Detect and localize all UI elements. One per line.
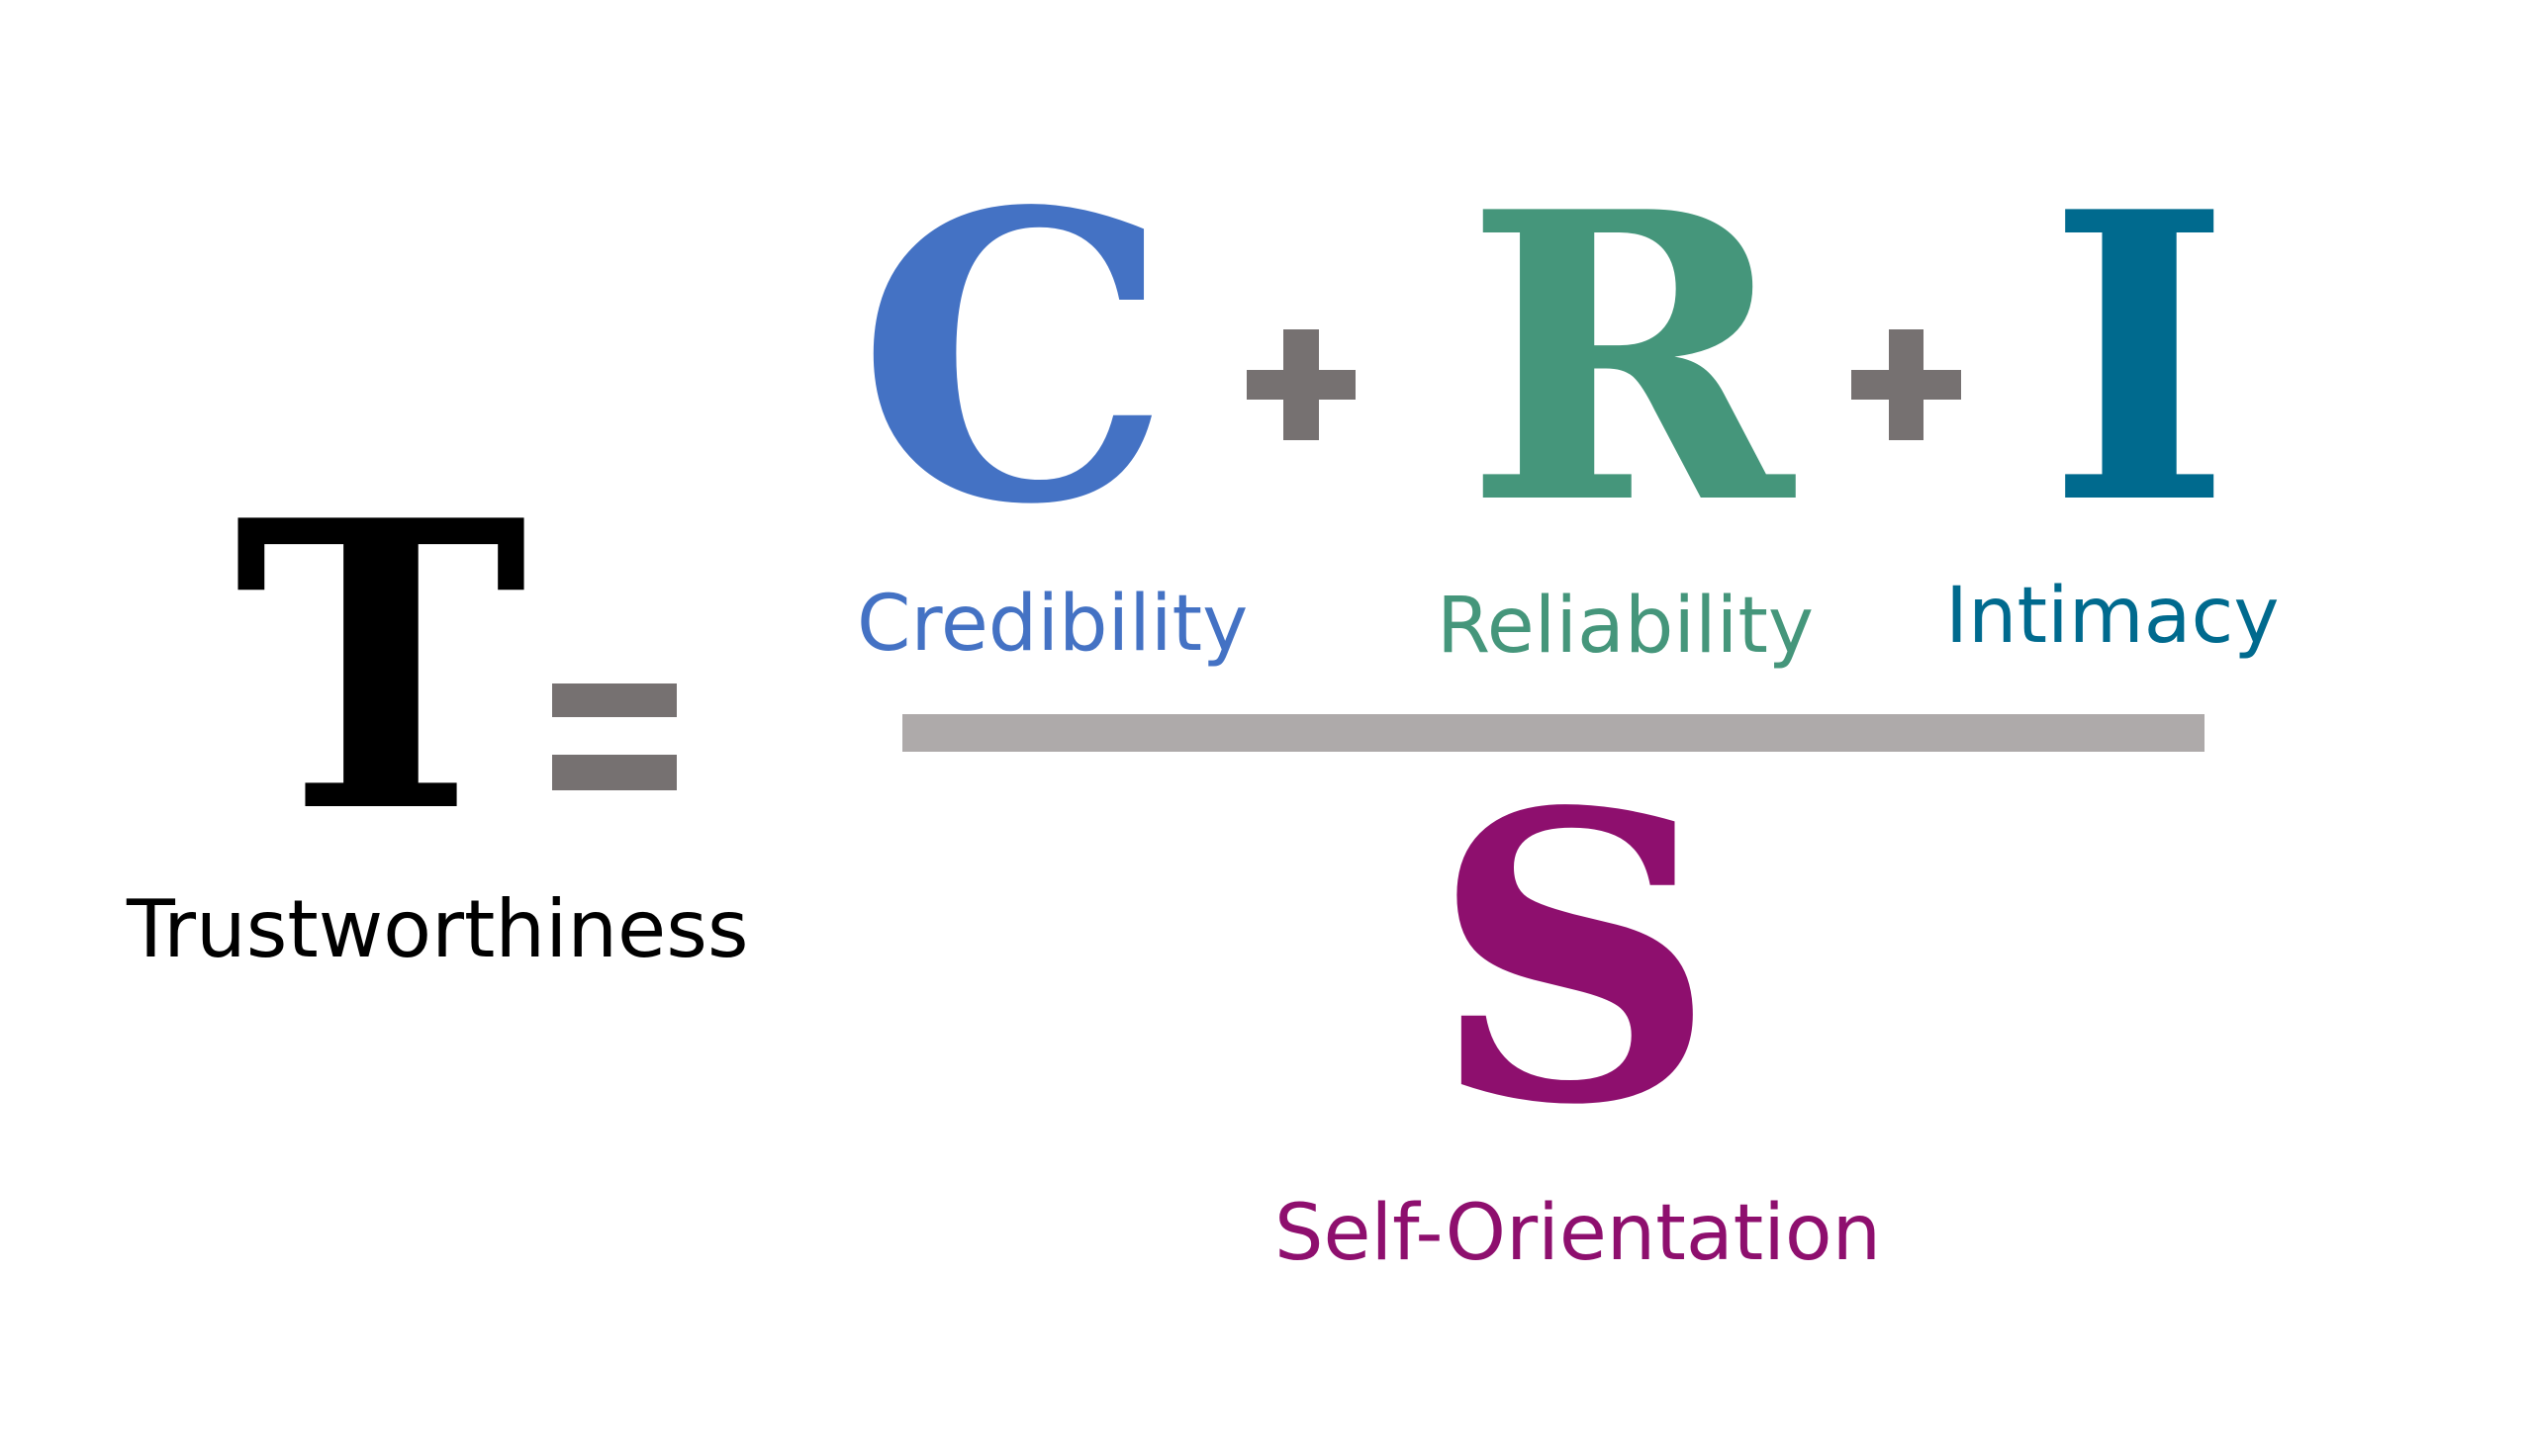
fraction-bar [902,714,2205,752]
label-credibility: Credibility [857,580,1249,669]
label-reliability: Reliability [1437,582,1815,671]
symbol-c: C [857,127,1173,592]
plus-sign-2 [1851,329,1961,440]
symbol-t: T [234,435,528,900]
symbol-r: R [1464,127,1794,592]
plus-sign-1 [1247,329,1356,440]
label-self-orientation: Self-Orientation [1274,1189,1882,1278]
label-trustworthiness: Trustworthiness [127,883,749,975]
symbol-s: S [1431,727,1717,1192]
symbol-i: I [2046,127,2232,592]
label-intimacy: Intimacy [1945,572,2280,661]
